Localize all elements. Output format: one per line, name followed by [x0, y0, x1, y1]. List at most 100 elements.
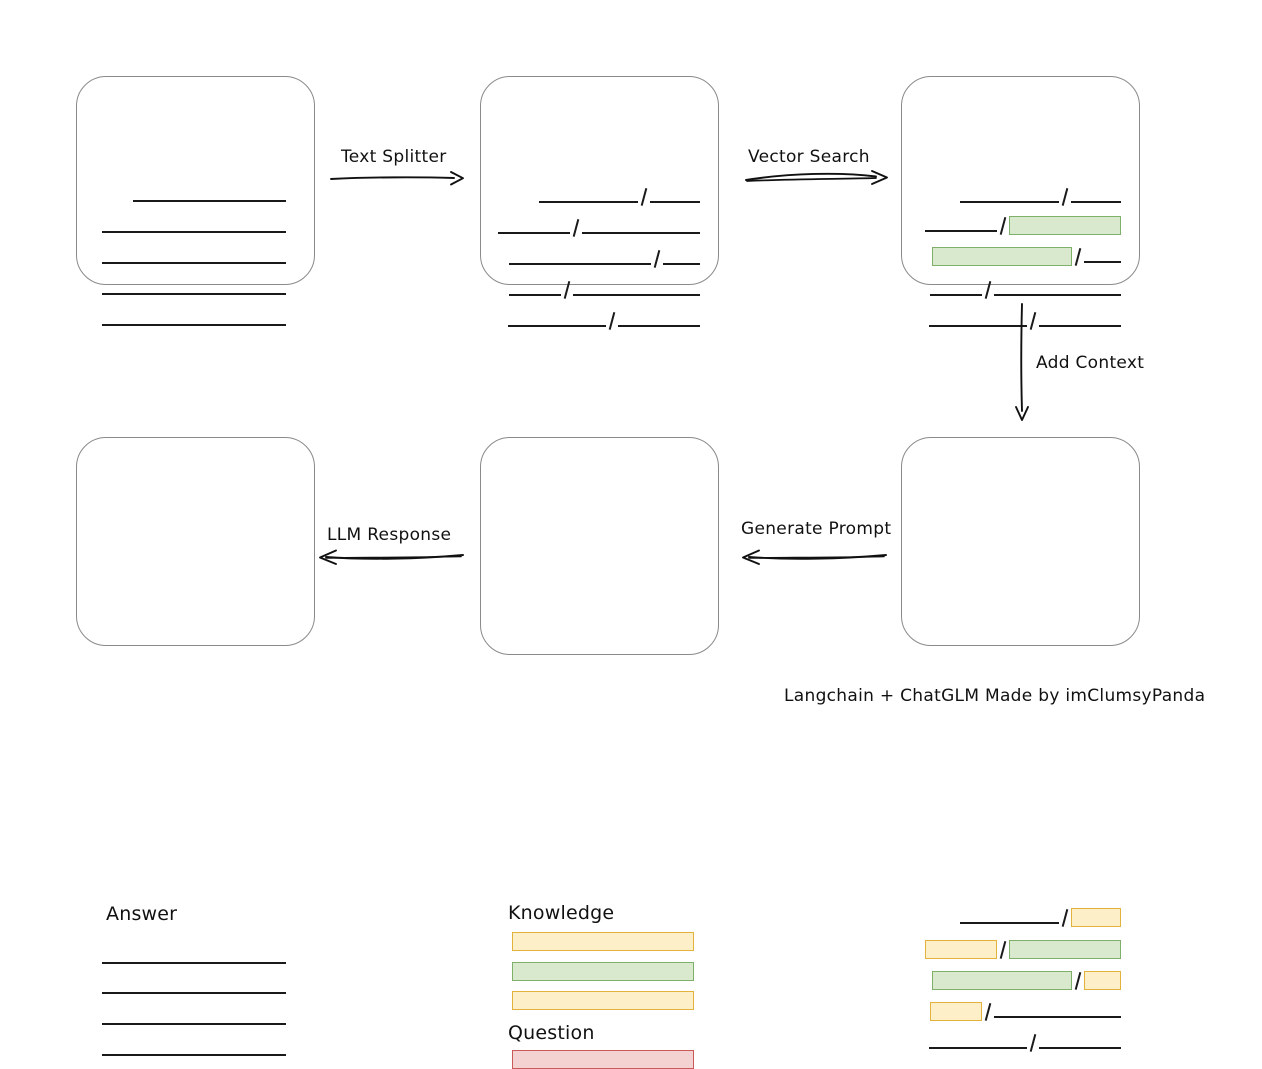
arrow-label-llm-response: LLM Response — [327, 525, 452, 545]
context-chunk-yellow — [925, 939, 997, 959]
arrow-label-add-context: Add Context — [1036, 353, 1145, 373]
answer-line-row — [91, 947, 286, 967]
text-line-segment — [618, 314, 700, 327]
chunk-line-row — [916, 279, 1121, 299]
text-line-segment — [508, 314, 606, 327]
text-line-segment — [1071, 190, 1121, 203]
doc-line-row — [91, 216, 286, 236]
split-slash-icon — [997, 217, 1009, 234]
card-vector-matches[interactable] — [901, 76, 1140, 327]
text-line-segment — [539, 190, 638, 203]
diagram-canvas: Text Splitter — [0, 0, 1262, 792]
text-line-segment — [1039, 314, 1121, 327]
text-line-segment — [102, 282, 286, 295]
card-split-chunks-body — [481, 77, 718, 327]
text-line-segment — [102, 251, 286, 264]
split-slash-icon — [651, 250, 663, 267]
text-line-segment — [133, 189, 286, 202]
arrow-text-splitter — [330, 170, 465, 186]
card-source-document-body — [77, 77, 314, 326]
matched-chunk-green — [1009, 939, 1121, 959]
text-line-segment — [1084, 250, 1121, 263]
matched-chunk-green — [1009, 215, 1121, 235]
arrow-llm-response — [318, 548, 464, 566]
split-slash-icon — [570, 219, 582, 236]
answer-line-row — [91, 1008, 286, 1028]
chunk-line-row — [916, 246, 1121, 266]
doc-line-row — [91, 309, 286, 329]
text-line-segment — [573, 283, 700, 296]
footer-credit: Langchain + ChatGLM Made by imClumsyPand… — [784, 686, 1206, 706]
answer-line-row — [91, 1039, 286, 1059]
chunk-line-row — [916, 939, 1121, 959]
text-line-segment — [509, 283, 561, 296]
chunk-line-row — [916, 310, 1121, 330]
text-line-segment — [925, 219, 997, 232]
chunk-line-row — [495, 310, 700, 330]
arrow-vector-search — [745, 168, 889, 186]
split-slash-icon — [561, 281, 573, 298]
context-chunk-yellow — [1084, 970, 1121, 990]
card-split-chunks[interactable] — [480, 76, 719, 327]
context-chunk-yellow — [1071, 907, 1121, 927]
arrow-label-generate-prompt: Generate Prompt — [741, 519, 892, 539]
answer-line-row — [91, 977, 286, 997]
text-line-segment — [102, 981, 286, 994]
text-line-segment — [102, 313, 286, 326]
card-answer[interactable]: Answer — [76, 437, 315, 1056]
text-line-segment — [994, 1005, 1121, 1018]
knowledge-bar — [512, 962, 694, 981]
text-line-segment — [102, 1012, 286, 1025]
chunk-line-row — [495, 186, 700, 206]
split-slash-icon — [1027, 1034, 1039, 1051]
text-line-segment — [102, 220, 286, 233]
text-line-segment — [930, 283, 982, 296]
chunk-line-row — [495, 279, 700, 299]
chunk-line-row — [916, 907, 1121, 927]
text-line-segment — [102, 951, 286, 964]
text-line-segment — [102, 1043, 286, 1056]
split-slash-icon — [1059, 188, 1071, 205]
text-line-segment — [960, 911, 1059, 924]
chunk-line-row — [495, 217, 700, 237]
card-answer-body: Answer — [77, 438, 314, 1056]
arrow-label-vector-search: Vector Search — [748, 147, 870, 167]
text-line-segment — [582, 221, 700, 234]
text-line-segment — [929, 1036, 1027, 1049]
arrow-add-context — [1012, 303, 1032, 421]
chunk-line-row — [916, 186, 1121, 206]
doc-line-row — [91, 185, 286, 205]
split-slash-icon — [1072, 248, 1084, 265]
text-line-segment — [994, 283, 1121, 296]
arrow-generate-prompt — [741, 548, 887, 566]
text-line-segment — [929, 314, 1027, 327]
chunk-line-row — [916, 1001, 1121, 1021]
card-prompt[interactable]: Knowledge Question — [480, 437, 719, 1069]
card-context-added[interactable] — [901, 437, 1140, 1049]
card-context-added-body — [902, 438, 1139, 1049]
doc-line-row — [91, 247, 286, 267]
chunk-line-row — [916, 970, 1121, 990]
text-line-segment — [663, 252, 700, 265]
knowledge-bar — [512, 932, 694, 951]
split-slash-icon — [982, 1003, 994, 1020]
split-slash-icon — [638, 188, 650, 205]
chunk-line-row — [916, 1032, 1121, 1052]
answer-label: Answer — [106, 903, 178, 925]
matched-chunk-green — [932, 246, 1072, 266]
text-line-segment — [498, 221, 570, 234]
chunk-line-row — [495, 248, 700, 268]
question-label: Question — [508, 1022, 595, 1044]
doc-line-row — [91, 278, 286, 298]
matched-chunk-green — [932, 970, 1072, 990]
card-prompt-body: Knowledge Question — [481, 438, 718, 1069]
text-line-segment — [960, 190, 1059, 203]
card-vector-matches-body — [902, 77, 1139, 327]
question-bar — [512, 1050, 694, 1069]
knowledge-label: Knowledge — [508, 902, 615, 924]
text-line-segment — [1039, 1036, 1121, 1049]
card-source-document[interactable] — [76, 76, 315, 326]
split-slash-icon — [1072, 972, 1084, 989]
arrow-label-text-splitter: Text Splitter — [341, 147, 447, 167]
chunk-line-row — [916, 215, 1121, 235]
